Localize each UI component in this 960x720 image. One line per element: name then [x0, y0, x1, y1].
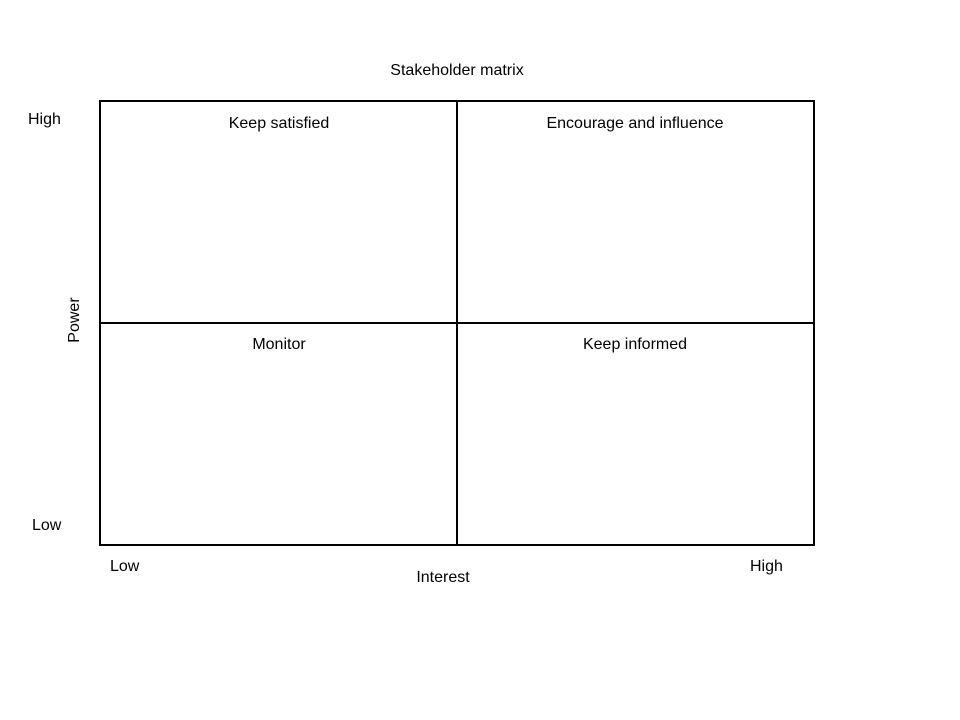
y-axis-tick-high: High [28, 111, 61, 128]
quadrant-label: Keep satisfied [228, 115, 330, 132]
quadrant-bottom-left: Monitor [101, 323, 457, 544]
quadrant-label: Monitor [252, 336, 306, 353]
y-axis-tick-low: Low [32, 517, 62, 534]
horizontal-divider-line [101, 322, 813, 324]
quadrant-label: Encourage and influence [546, 115, 724, 132]
quadrant-top-right: Encourage and influence [457, 102, 813, 323]
quadrant-top-left: Keep satisfied [101, 102, 457, 323]
matrix-grid: Keep satisfied Encourage and influence M… [99, 100, 815, 546]
x-axis-tick-high: High [750, 558, 783, 575]
y-axis-label: Power [66, 297, 83, 343]
quadrant-bottom-right: Keep informed [457, 323, 813, 544]
diagram-title: Stakeholder matrix [390, 62, 524, 79]
x-axis-tick-low: Low [110, 558, 140, 575]
quadrant-label: Keep informed [582, 336, 688, 353]
x-axis-label: Interest [416, 569, 470, 586]
